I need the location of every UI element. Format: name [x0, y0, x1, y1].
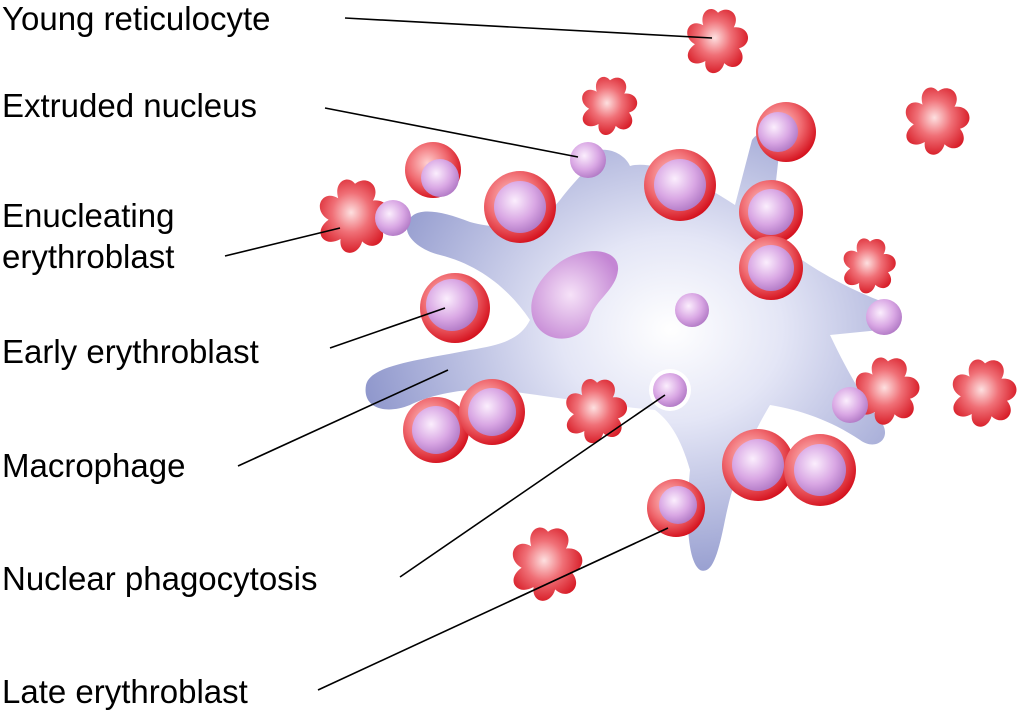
reticulocyte	[582, 76, 638, 135]
erythroblast	[484, 171, 556, 243]
label-late-erythroblast: Late erythroblast	[2, 673, 248, 710]
extruded-nucleus	[570, 142, 606, 178]
erythroblast	[644, 149, 716, 221]
leader-macrophage	[237, 369, 449, 467]
label-extruded-nucleus: Extruded nucleus	[2, 87, 257, 124]
early-erythroblast	[420, 273, 490, 343]
macrophage-nucleus	[531, 251, 619, 339]
erythroblast	[403, 397, 469, 463]
label-enucleating-line1: Enucleating	[2, 197, 174, 234]
label-enucleating-line2: erythroblast	[2, 238, 174, 275]
leader-young-reticulocyte	[344, 17, 713, 39]
leader-early-erythroblast	[329, 307, 446, 349]
phagocytosis-nucleus	[653, 373, 687, 407]
enucleating-erythroblast-nucleus	[375, 200, 411, 236]
edge-nucleus	[866, 299, 902, 335]
engulfed-nucleus	[675, 293, 709, 327]
erythroblast	[739, 236, 803, 300]
erythroblast	[722, 429, 794, 501]
label-early-erythroblast: Early erythroblast	[2, 333, 259, 370]
leader-late-erythroblast	[317, 527, 669, 691]
reticulocyte	[843, 238, 896, 294]
erythroblast	[739, 180, 803, 244]
label-nuclear-phagocytosis: Nuclear phagocytosis	[2, 560, 318, 597]
label-macrophage: Macrophage	[2, 447, 185, 484]
erythroblast	[459, 379, 525, 445]
label-young-reticulocyte: Young reticulocyte	[2, 0, 270, 37]
leader-enucleating-erythroblast	[224, 227, 341, 257]
erythroblast	[756, 102, 816, 162]
reticulocyte	[687, 8, 749, 74]
late-erythroblast	[647, 479, 705, 537]
erythroblast	[784, 434, 856, 506]
reticulocyte	[512, 527, 583, 601]
erythroblast	[405, 142, 461, 198]
reticulocyte	[952, 359, 1017, 427]
reticulocyte	[905, 87, 970, 155]
edge-nucleus	[832, 387, 868, 423]
leader-nuclear-phagocytosis	[399, 394, 666, 578]
leader-extruded-nucleus	[324, 107, 579, 158]
